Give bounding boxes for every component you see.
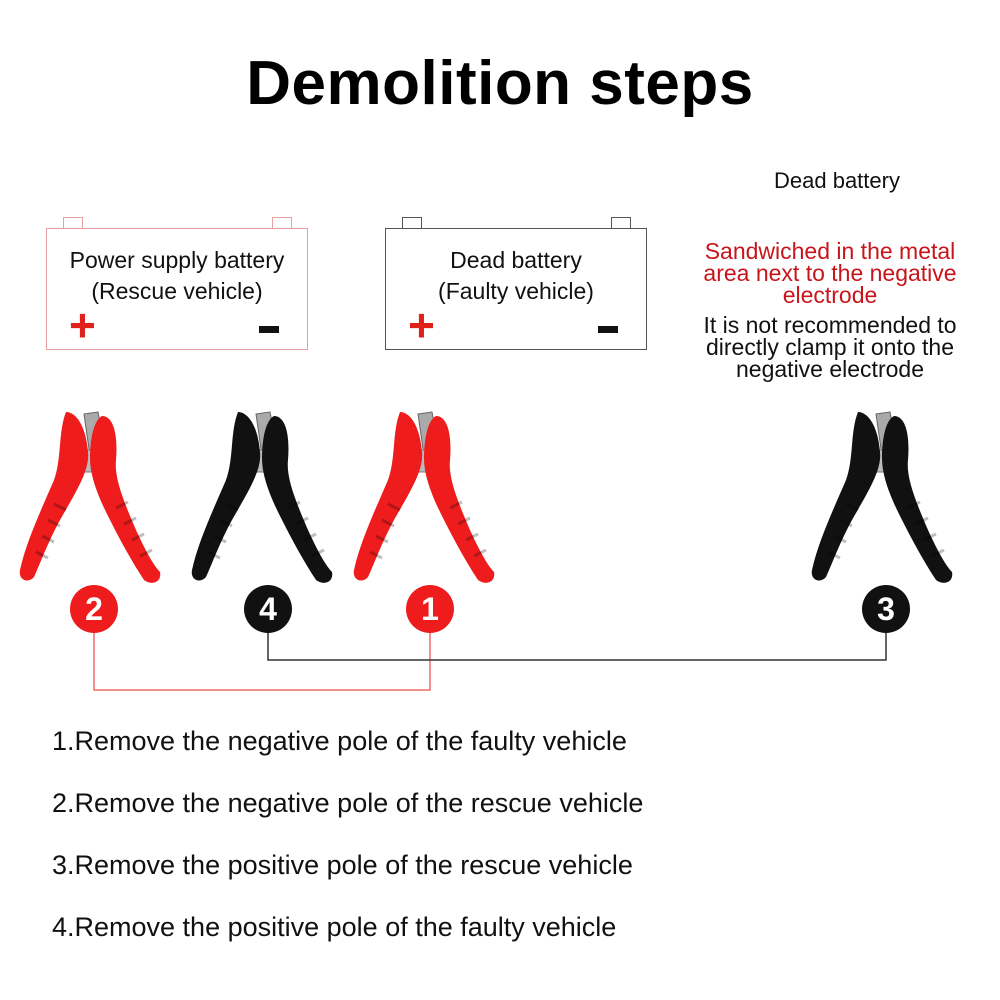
black-clamp [810,410,954,585]
step-1-badge: 1 [406,585,454,633]
black-clamp [190,410,334,585]
red-clamp [18,410,162,585]
note-black-line: directly clamp it onto the [705,334,954,360]
step-2-badge: 2 [70,585,118,633]
rescue-battery-label-2: (Rescue vehicle) [91,278,263,304]
battery-terminal-right [611,217,631,228]
step-item: 2.Remove the negative pole of the rescue… [52,788,644,818]
step-4-badge: 4 [244,585,292,633]
plus-icon: + [69,299,96,351]
black-wire [267,632,887,661]
step-3-badge: 3 [862,585,910,633]
dead-battery-label-2: (Faulty vehicle) [438,278,594,304]
step-item: 3.Remove the positive pole of the rescue… [52,850,633,880]
battery-terminal-left [63,217,83,228]
note-red-line: electrode [782,282,878,308]
dead-battery-label-1: Dead battery [450,247,582,273]
clamp-position-note: Sandwiched in the metal area next to the… [675,238,985,308]
step-item: 1.Remove the negative pole of the faulty… [52,726,627,756]
note-red-line: Sandwiched in the metal [704,238,956,264]
minus-icon [259,326,279,333]
note-black-line: It is not recommended to [703,312,957,338]
step-item: 4.Remove the positive pole of the faulty… [52,912,617,942]
rescue-battery-label-1: Power supply battery [69,247,285,273]
dead-battery: Dead battery (Faulty vehicle) + [385,217,647,351]
red-wire [93,632,431,691]
minus-icon [598,326,618,333]
note-black-line: negative electrode [736,356,924,382]
clamp-warning-note: It is not recommended to directly clamp … [675,312,985,382]
page-title: Demolition steps [246,49,754,118]
dead-battery-heading: Dead battery [774,168,900,193]
note-red-line: area next to the negative [703,260,957,286]
battery-terminal-left [402,217,422,228]
battery-terminal-right [272,217,292,228]
plus-icon: + [408,299,435,351]
red-clamp [352,410,496,585]
rescue-battery: Power supply battery (Rescue vehicle) + [46,217,308,351]
